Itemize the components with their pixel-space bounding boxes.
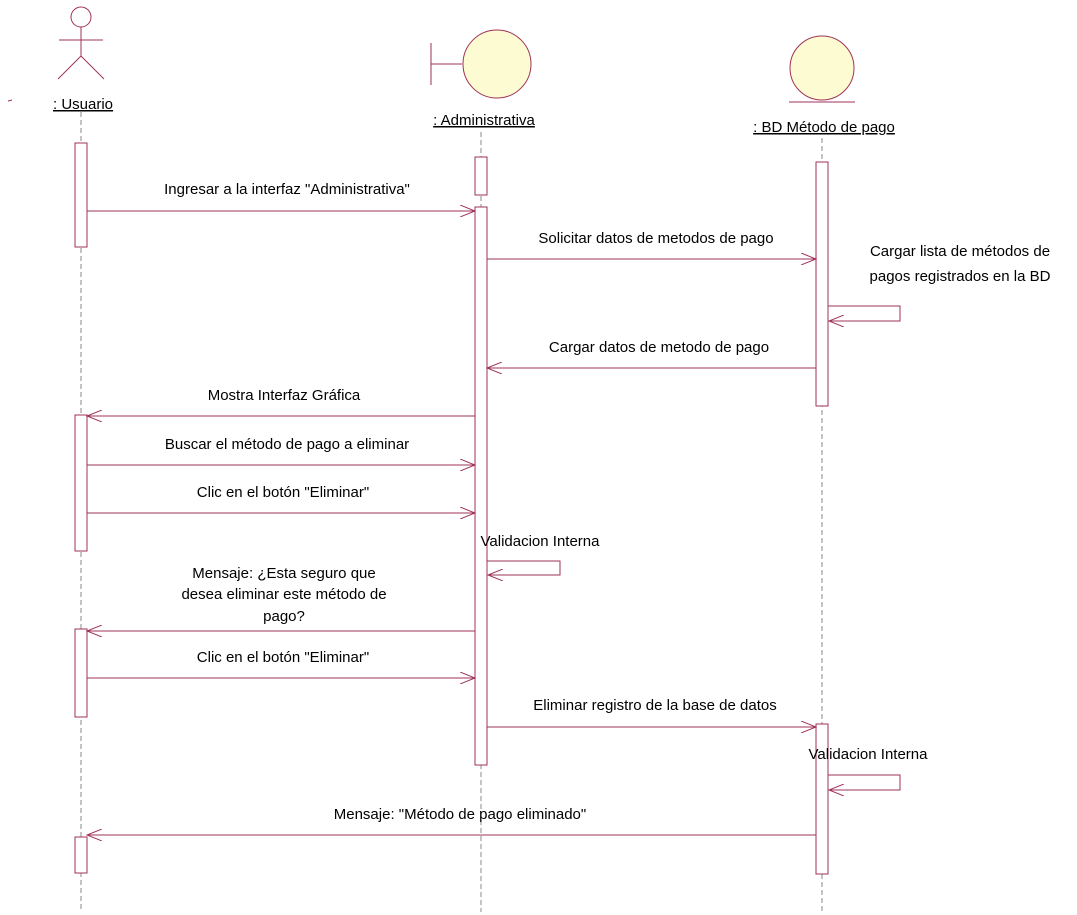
activation-bar: [474, 206, 488, 766]
actor-icon: [57, 6, 105, 80]
activation-bar: [74, 628, 88, 718]
boundary-icon: [430, 29, 532, 99]
activation-bar: [474, 156, 488, 196]
message-label: pago?: [263, 608, 305, 625]
activation-bar: [815, 723, 829, 875]
administrativa-title: : Administrativa: [433, 112, 535, 129]
message-label: Cargar datos de metodo de pago: [549, 339, 769, 356]
message-label: pagos registrados en la BD: [870, 268, 1051, 285]
activation-bar: [74, 836, 88, 874]
message-label: Mensaje: "Método de pago eliminado": [334, 806, 586, 823]
self-message-arrow: [828, 305, 901, 321]
message-label: Validacion Interna: [809, 746, 929, 763]
self-message-arrow: [828, 774, 901, 790]
bd-title: : BD Método de pago: [753, 119, 895, 136]
stray-mark: [7, 99, 13, 102]
message-label: desea eliminar este método de: [181, 586, 386, 603]
activation-bar: [74, 414, 88, 552]
message-label: Ingresar a la interfaz "Administrativa": [164, 181, 410, 198]
message-label: Solicitar datos de metodos de pago: [538, 230, 773, 247]
message-label: Mensaje: ¿Esta seguro que: [192, 565, 375, 582]
message-label: Cargar lista de métodos de: [870, 243, 1050, 260]
message-label: Mostra Interfaz Gráfica: [208, 387, 361, 404]
message-label: Clic en el botón "Eliminar": [197, 649, 369, 666]
entity-icon: [789, 35, 855, 103]
message-label: Clic en el botón "Eliminar": [197, 484, 369, 501]
activation-bar: [74, 142, 88, 248]
message-label: Eliminar registro de la base de datos: [533, 697, 776, 714]
message-label: Buscar el método de pago a eliminar: [165, 436, 409, 453]
activation-bar: [815, 161, 829, 407]
self-message-arrow: [487, 560, 561, 575]
message-label: Validacion Interna: [481, 533, 601, 550]
usuario-title: : Usuario: [53, 96, 113, 113]
